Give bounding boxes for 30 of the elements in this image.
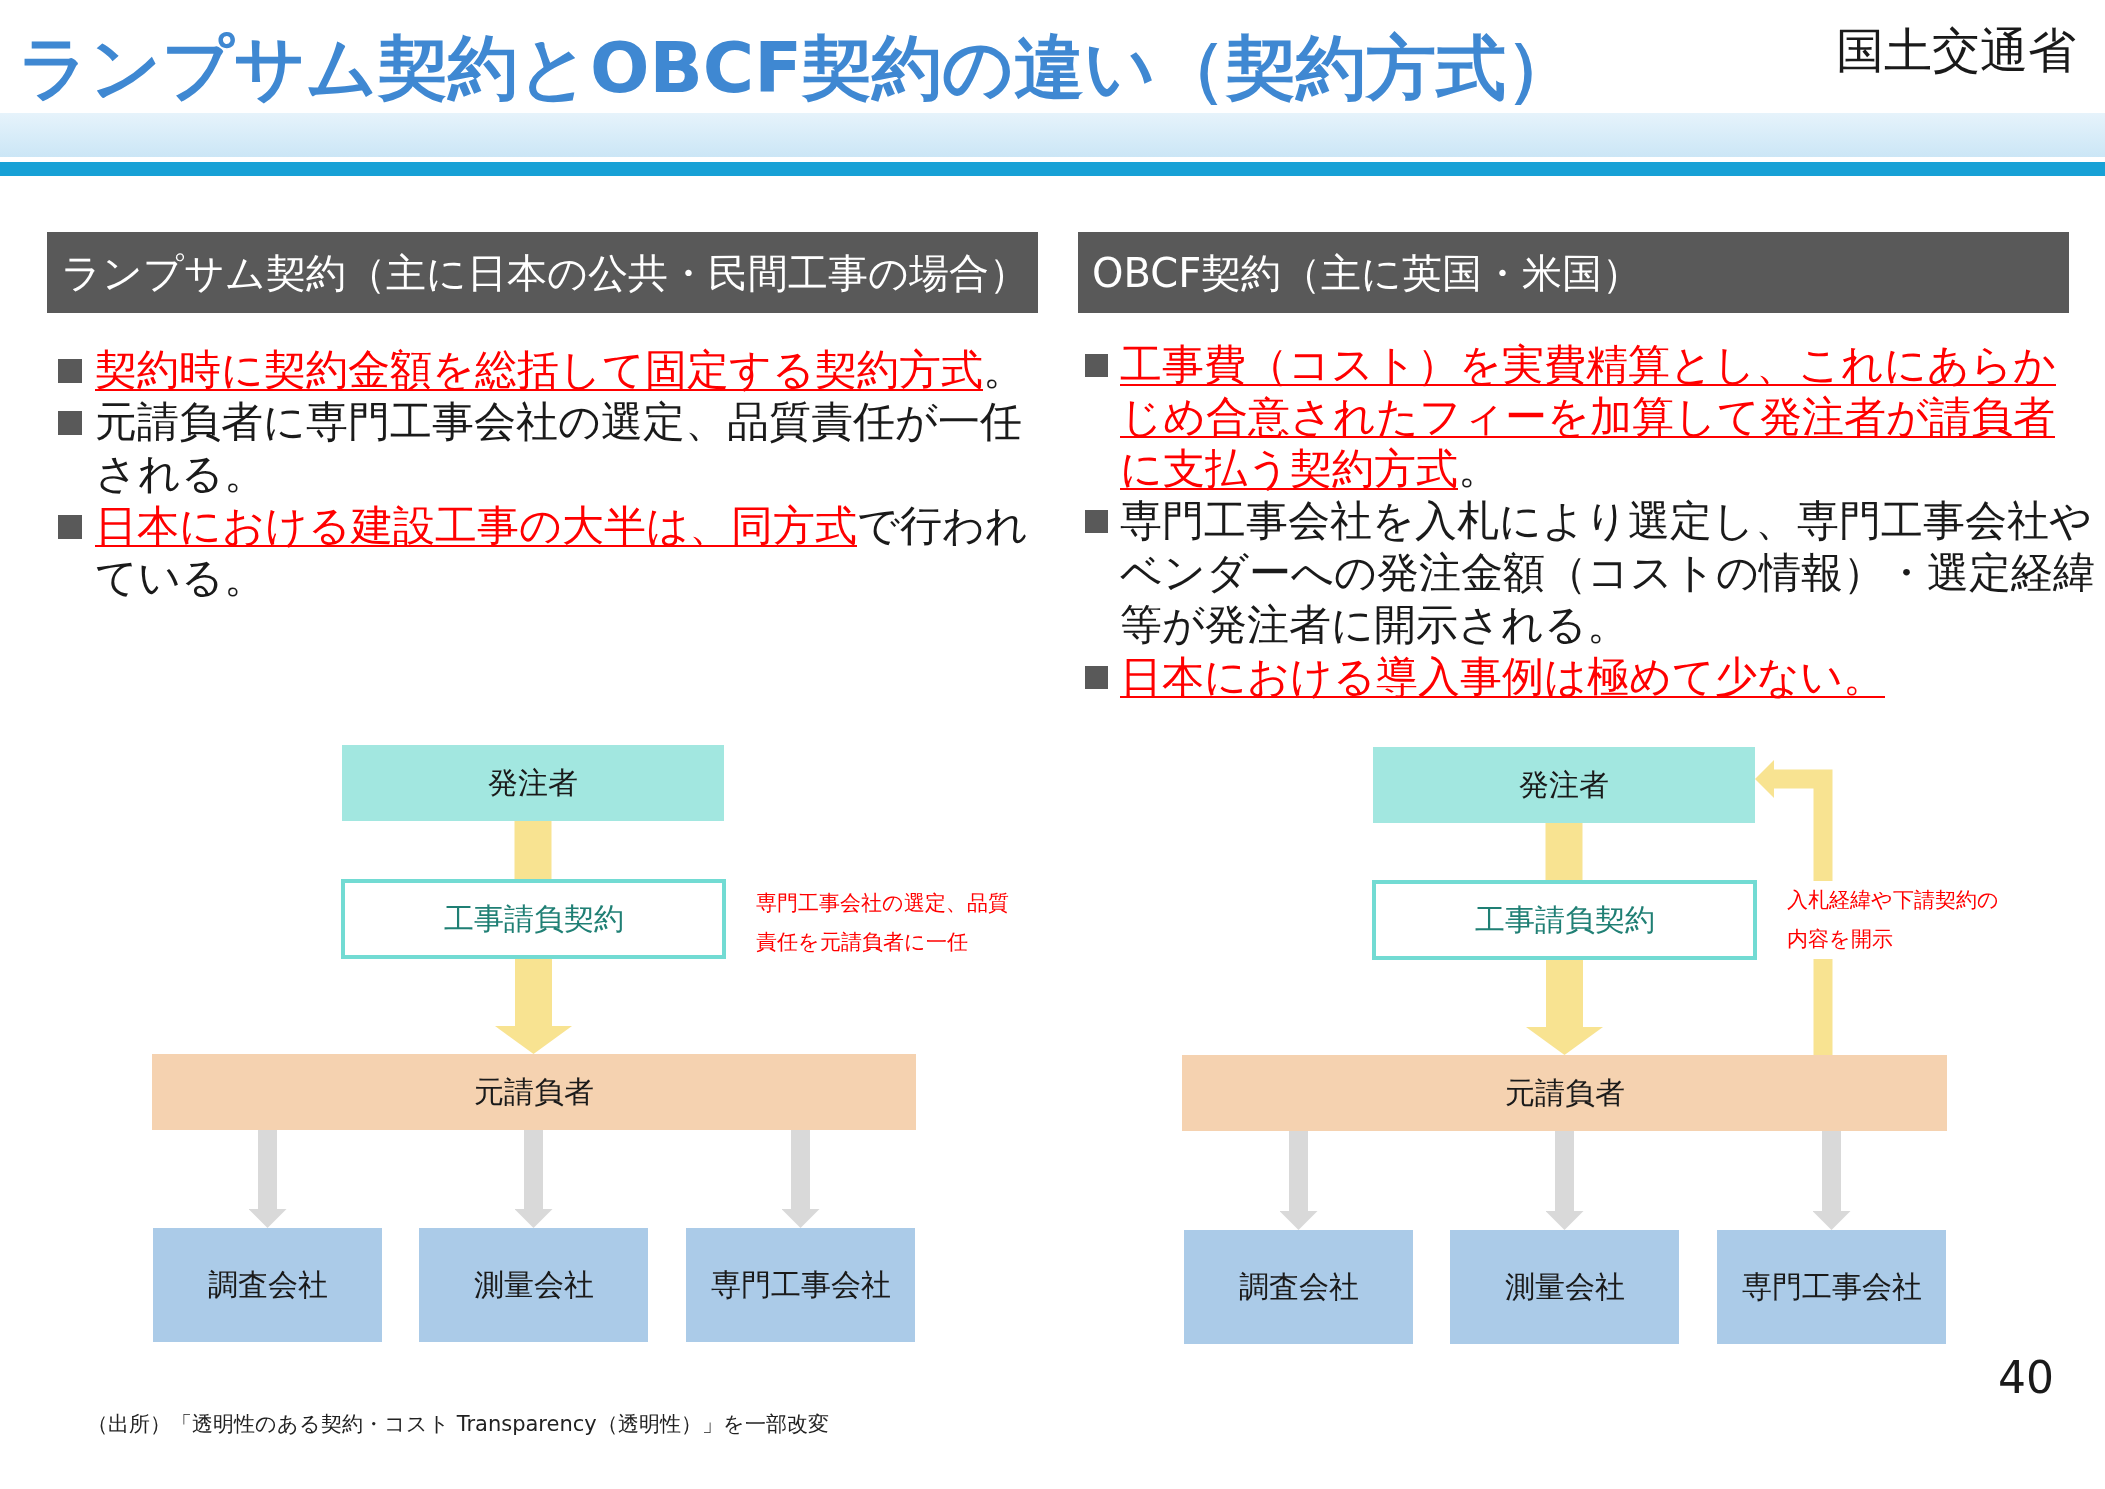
page-number: 40 (1998, 1352, 2054, 1405)
block-arrow (781, 1130, 820, 1228)
org-box: 調査会社 (153, 1228, 382, 1342)
org-box: 専門工事会社 (1717, 1230, 1946, 1344)
contract-box: 工事請負契約 (1372, 880, 1757, 960)
organization-name: 国土交通省 (1836, 22, 2076, 80)
org-box: 測量会社 (1450, 1230, 1679, 1344)
org-box: 発注者 (342, 745, 724, 821)
org-box: 元請負者 (152, 1054, 916, 1130)
block-arrow (1812, 1131, 1851, 1230)
page-title: ランプサム契約とOBCF契約の違い（契約方式） (18, 26, 1577, 110)
block-arrow (1526, 960, 1603, 1055)
block-arrow (514, 1130, 553, 1228)
block-arrow (1279, 1131, 1318, 1230)
contract-box: 工事請負契約 (341, 879, 726, 959)
note-text: 専門工事会社の選定、品質責任を元請負者に一任 (756, 890, 1010, 956)
org-box: 発注者 (1373, 747, 1755, 823)
bullet-text: 元請負者に専門工事会社の選定、品質責任が一任される。 (95, 396, 1023, 500)
block-arrow (1545, 1131, 1584, 1230)
block-arrow (495, 959, 572, 1054)
org-box: 専門工事会社 (686, 1228, 915, 1342)
block-arrow (248, 1130, 287, 1228)
bullet-text: 専門工事会社を入札により選定し、専門工事会社やベンダーへの発注金額（コストの情報）・選定経緯等が発注者に開示される。 (1120, 495, 2095, 651)
header-bar: OBCF契約（主に英国・米国） (1078, 232, 2069, 313)
source-note: （出所）「透明性のある契約・コスト Transparency（透明性）」を一部改変 (87, 1411, 829, 1438)
bullet-text: 日本における建設工事の大半は、同方式で行われている。 (95, 500, 1029, 604)
org-box: 測量会社 (419, 1228, 648, 1342)
header-bar: ランプサム契約（主に日本の公共・民間工事の場合） (47, 232, 1038, 313)
org-box: 調査会社 (1184, 1230, 1413, 1344)
org-box: 元請負者 (1182, 1055, 1947, 1131)
